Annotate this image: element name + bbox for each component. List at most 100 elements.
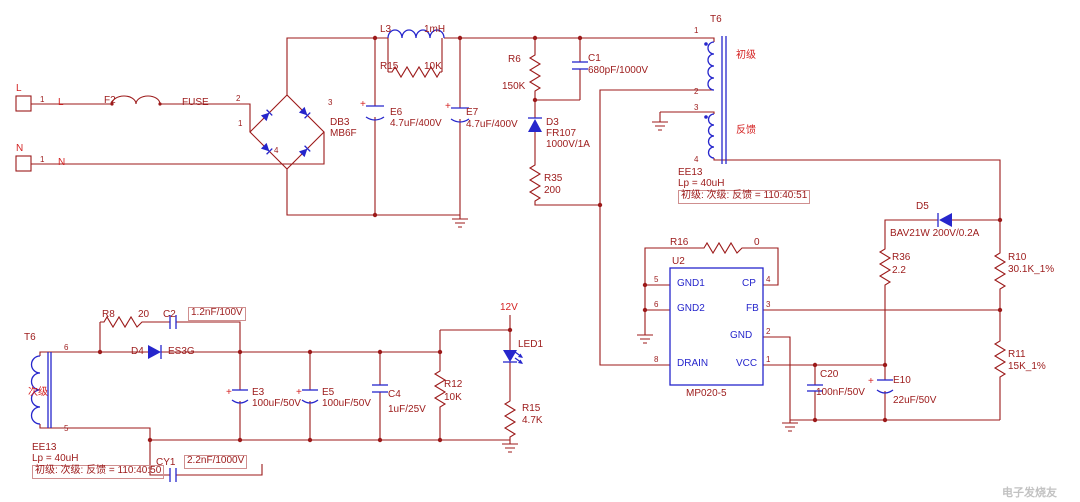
- led-LED1-symbol: [503, 350, 523, 364]
- net-L: L: [58, 97, 64, 108]
- val-CY1: 2.2nF/1000V: [184, 455, 248, 469]
- ref-E6: E6: [390, 107, 403, 118]
- resistor-symbols: [100, 52, 1007, 438]
- cap-E5-symbol: [301, 389, 319, 404]
- t6-pin-1: 1: [694, 26, 699, 35]
- val-R6: 150K: [502, 81, 526, 92]
- t6-lp-top: Lp = 40uH: [678, 178, 725, 189]
- ground-icon: [502, 440, 518, 453]
- ref-C1: C1: [588, 53, 601, 64]
- terminal-N-label: N: [16, 143, 24, 154]
- fuse-symbol: [110, 95, 162, 106]
- ref-R6: R6: [508, 54, 521, 65]
- cap-C1-symbol: [572, 61, 588, 70]
- val-fuse: FUSE: [182, 97, 209, 108]
- ic-U2-outline: [669, 267, 764, 386]
- junction-dots: [97, 35, 1003, 443]
- val-E6: 4.7uF/400V: [390, 118, 442, 129]
- watermark: 电子发烧友: [1002, 487, 1057, 499]
- val-E7: 4.7uF/400V: [466, 119, 518, 130]
- wire-layer: [15, 37, 1001, 476]
- t6b-pin-5: 5: [64, 424, 69, 433]
- ref-T6-top: T6: [710, 14, 722, 25]
- terminal-L-label: L: [16, 83, 22, 94]
- u2-pin-5: 5: [654, 275, 659, 284]
- val-U2: MP020-5: [686, 388, 727, 399]
- u2-fb: FB: [746, 303, 759, 314]
- ref-DB3: DB3: [330, 117, 350, 128]
- cap-E3-symbol: [231, 389, 249, 404]
- cap-C20-symbol: [807, 384, 823, 392]
- resistor-R15-output-symbol: [503, 398, 517, 438]
- resistor-R8-symbol: [100, 315, 145, 329]
- ref-D5: D5: [916, 201, 929, 212]
- ref-T6-bottom: T6: [24, 332, 36, 343]
- plus-E7: +: [445, 101, 451, 112]
- t6b-pin-6: 6: [64, 343, 69, 352]
- cap-C4-symbol: [372, 384, 388, 393]
- terminal-N: [15, 155, 32, 172]
- val-R11: 15K_1%: [1008, 361, 1046, 372]
- t6-core-bottom: EE13: [32, 442, 57, 453]
- net-N: N: [58, 157, 66, 168]
- val-D3: FR107: [546, 128, 577, 139]
- terminal-L-pin: 1: [40, 95, 45, 104]
- ground-icon: [652, 121, 668, 131]
- ref-E10: E10: [893, 375, 911, 386]
- val-C1: 680pF/1000V: [588, 65, 649, 76]
- u2-gnd: GND: [730, 330, 753, 341]
- ref-LED1: LED1: [518, 339, 544, 350]
- bridge-rectifier-diodes: [260, 106, 311, 158]
- t6-pin-2: 2: [694, 87, 699, 96]
- ref-R11: R11: [1008, 349, 1026, 360]
- inductor-L3-symbol: [387, 29, 445, 39]
- val-R15-output: 4.7K: [522, 415, 543, 426]
- val-D3-rating: 1000V/1A: [546, 139, 590, 150]
- plus-E6: +: [360, 99, 366, 110]
- val-R35: 200: [544, 185, 561, 196]
- terminal-L: [15, 95, 32, 112]
- ref-R35: R35: [544, 173, 563, 184]
- diode-D4-symbol: [148, 345, 162, 359]
- winding-primary: 初级: [736, 50, 756, 61]
- val-E5: 100uF/50V: [322, 398, 371, 409]
- u2-pin-2: 2: [766, 327, 771, 336]
- resistor-R35-symbol: [528, 162, 542, 202]
- u2-pin-8: 8: [654, 355, 659, 364]
- t6-lp-bottom: Lp = 40uH: [32, 453, 79, 464]
- val-R36: 2.2: [892, 265, 906, 276]
- ref-C4: C4: [388, 389, 401, 400]
- val-C20: 100nF/50V: [816, 387, 865, 398]
- net-12V: 12V: [500, 302, 518, 313]
- val-D4: ES3G: [168, 346, 195, 357]
- ref-E3: E3: [252, 387, 265, 398]
- val-E10: 22uF/50V: [893, 395, 937, 406]
- ground-icon: [782, 420, 798, 432]
- ref-C2: C2: [163, 309, 176, 320]
- ref-R36: R36: [892, 252, 911, 263]
- transformer-T6-top-symbol: [704, 36, 727, 164]
- t6-ratio-top: 初级: 次级: 反馈 = 110:40:51: [678, 190, 811, 204]
- ref-R10: R10: [1008, 252, 1027, 263]
- ref-U2: U2: [672, 256, 685, 267]
- cap-E10-symbol: [876, 379, 894, 394]
- t6-ratio-bottom: 初级: 次级: 反馈 = 110:40:50: [32, 465, 165, 479]
- u2-pin-1: 1: [766, 355, 771, 364]
- ref-R15-output: R15: [522, 403, 541, 414]
- diode-D5-symbol: [937, 213, 952, 227]
- val-D5: BAV21W 200V/0.2A: [890, 228, 980, 239]
- winding-secondary: 次级: [28, 387, 48, 398]
- ground-symbols: [452, 121, 798, 453]
- val-DB3: MB6F: [330, 128, 357, 139]
- ref-E5: E5: [322, 387, 335, 398]
- ref-F2: F2: [104, 95, 116, 106]
- cap-E6-symbol: [365, 105, 385, 121]
- t6-core-top: EE13: [678, 167, 703, 178]
- bridge-pin-4: 4: [274, 146, 279, 155]
- resistor-R12-symbol: [433, 368, 447, 408]
- plus-E5: +: [296, 387, 302, 398]
- resistor-R16-symbol: [700, 241, 745, 255]
- diode-D3-symbol: [528, 117, 542, 132]
